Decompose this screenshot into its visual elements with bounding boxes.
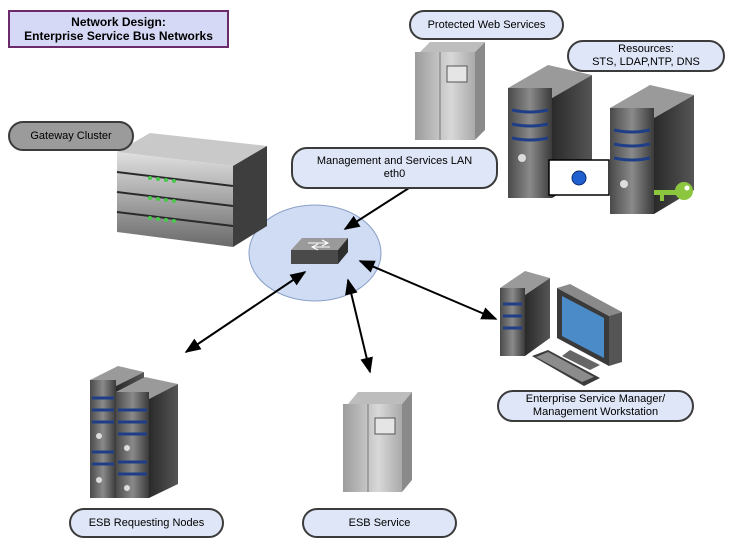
gateway-cluster-text: Gateway Cluster: [30, 129, 112, 142]
gateway-cluster-label: Gateway Cluster: [8, 121, 134, 151]
esm-text-line-1: Enterprise Service Manager/: [525, 393, 666, 405]
workstation-icon: [500, 271, 622, 386]
link-to-workstation: [358, 260, 498, 320]
switch-icon: [291, 238, 348, 264]
link-to-requesting-nodes: [184, 271, 307, 353]
title-line-2: Enterprise Service Bus Networks: [24, 29, 213, 43]
link-to-esb-service: [345, 278, 373, 374]
resources-text-line-1: Resources:: [618, 43, 674, 55]
key-icon: [654, 182, 693, 201]
management-lan-text-line-2: eth0: [383, 168, 406, 180]
management-lan-text-line-1: Management and Services LAN: [316, 155, 473, 167]
management-lan-label: Management and Services LAN eth0: [291, 147, 498, 189]
blue-dot-icon: [571, 170, 587, 186]
rack-server-icon: [116, 377, 178, 498]
esm-text-line-2: Management Workstation: [532, 406, 659, 418]
resources-text-line-2: STS, LDAP,NTP, DNS: [592, 56, 700, 68]
resources-label: Resources: STS, LDAP,NTP, DNS: [567, 40, 725, 72]
gateway-appliance-icon: [116, 133, 267, 247]
title-line-1: Network Design:: [71, 15, 166, 29]
esb-service-text: ESB Service: [348, 516, 411, 529]
esm-workstation-label: Enterprise Service Manager/ Management W…: [497, 390, 694, 422]
esb-service-label: ESB Service: [302, 508, 457, 538]
diagram-title: Network Design: Enterprise Service Bus N…: [8, 10, 229, 48]
tower-server-icon: [343, 392, 412, 492]
esb-requesting-nodes-label: ESB Requesting Nodes: [69, 508, 224, 538]
protected-web-services-label: Protected Web Services: [409, 10, 564, 40]
esb-requesting-nodes-text: ESB Requesting Nodes: [88, 516, 205, 529]
tower-server-icon: [415, 42, 485, 140]
protected-web-services-text: Protected Web Services: [427, 18, 546, 31]
